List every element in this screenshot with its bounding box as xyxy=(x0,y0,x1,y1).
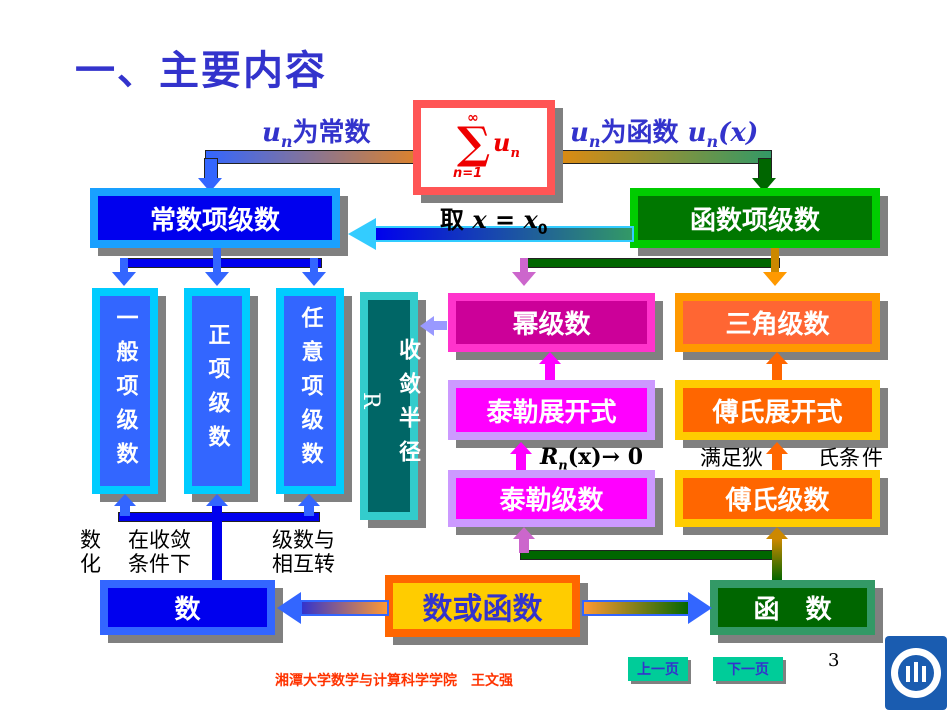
dirichlet-label-3: 件 xyxy=(862,446,883,470)
arrow-to-number xyxy=(300,600,389,616)
arrow-head xyxy=(688,592,712,624)
arrow-to-func xyxy=(758,158,772,180)
func-series-box: 函数项级数 xyxy=(630,188,880,248)
number-box: 数 xyxy=(100,580,275,635)
trig-series-box: 三角级数 xyxy=(675,293,880,352)
dirichlet-label-2: 氏条 xyxy=(818,446,860,470)
arrow-head xyxy=(348,218,376,250)
arrow-head xyxy=(205,272,229,286)
branch-stem xyxy=(310,258,318,274)
const-series-box: 常数项级数 xyxy=(90,188,340,248)
sum-term: un xyxy=(493,128,520,161)
arrow-up xyxy=(206,494,228,506)
fourier-expansion-box: 傅氏展开式 xyxy=(675,380,880,440)
slide-title: 一、主要内容 xyxy=(75,48,327,94)
function-box: 函 数 xyxy=(710,580,875,635)
taylor-expansion-box: 泰勒展开式 xyxy=(448,380,655,440)
arrow-up xyxy=(766,352,788,364)
branch-stem xyxy=(520,258,528,274)
number-or-function-box: 数或函数 xyxy=(385,575,580,637)
arrow-up xyxy=(766,442,788,454)
arrow-head xyxy=(112,272,136,286)
remainder-condition: Rn(x)→ 0 xyxy=(540,444,644,474)
arrow-up xyxy=(298,494,320,506)
const-branch-bar xyxy=(120,258,322,268)
substitute-label: 取 x = x0 xyxy=(440,205,548,238)
arbitrary-series-box: 任意项级数 xyxy=(276,288,344,494)
power-series-box: 幂级数 xyxy=(448,293,655,352)
arrow-shaft xyxy=(519,539,529,553)
next-page-button[interactable]: 下一页 xyxy=(713,657,783,681)
func-term-label: un为函数 un(x) xyxy=(570,118,759,152)
page-number: 3 xyxy=(828,650,840,671)
arrow-up xyxy=(766,527,788,539)
dirichlet-label-1: 满足狄 xyxy=(700,446,763,470)
branch-stem xyxy=(120,258,128,274)
arrow-shaft xyxy=(545,364,555,380)
arrow-to-const xyxy=(204,158,218,180)
fourier-series-box: 傅氏级数 xyxy=(675,470,880,527)
number-stem xyxy=(212,506,222,580)
sum-upper: ∞ xyxy=(467,110,479,126)
sigma-symbol: ∑ xyxy=(457,118,491,169)
branch-stem xyxy=(213,248,221,274)
arrow-head xyxy=(763,272,787,286)
arrow-up xyxy=(539,352,561,364)
arrow-to-radius xyxy=(420,316,434,336)
convert-note-left-extra: 数化 xyxy=(80,528,101,576)
arrow-up xyxy=(513,527,535,539)
series-sum-box: ∞ ∑ n=1 un xyxy=(413,100,555,195)
arrow-head xyxy=(302,272,326,286)
arrow-to-function xyxy=(582,600,692,616)
convert-note-right: 级数与相互转 xyxy=(272,528,335,576)
arrow-head xyxy=(277,592,301,624)
function-branch-bar xyxy=(520,550,780,560)
arrow-shaft xyxy=(772,539,782,581)
arrow-shaft xyxy=(120,506,130,516)
arrow-shaft xyxy=(772,454,782,470)
footer-text: 湘潭大学数学与计算科学学院 王文强 xyxy=(275,673,513,689)
general-series-box: 一般项级数 xyxy=(92,288,158,494)
arrow-to-radius-shaft xyxy=(433,321,447,330)
func-branch-bar xyxy=(520,258,780,268)
positive-series-box: 正项级数 xyxy=(184,288,250,494)
arrow-shaft xyxy=(772,364,782,380)
convert-note-left: 在收敛条件下 xyxy=(128,528,191,576)
logo-emblem-icon xyxy=(891,648,941,698)
arrow-shaft xyxy=(304,506,314,516)
arrow-up xyxy=(510,442,532,454)
arrow-shaft xyxy=(516,454,526,470)
arrow-up xyxy=(114,494,136,506)
const-term-label: un为常数 xyxy=(262,118,371,152)
prev-page-button[interactable]: 上一页 xyxy=(628,657,688,681)
branch-stem xyxy=(771,248,779,274)
arrow-head xyxy=(512,272,536,286)
sum-lower: n=1 xyxy=(453,166,483,181)
university-logo xyxy=(885,636,947,710)
taylor-series-box: 泰勒级数 xyxy=(448,470,655,527)
